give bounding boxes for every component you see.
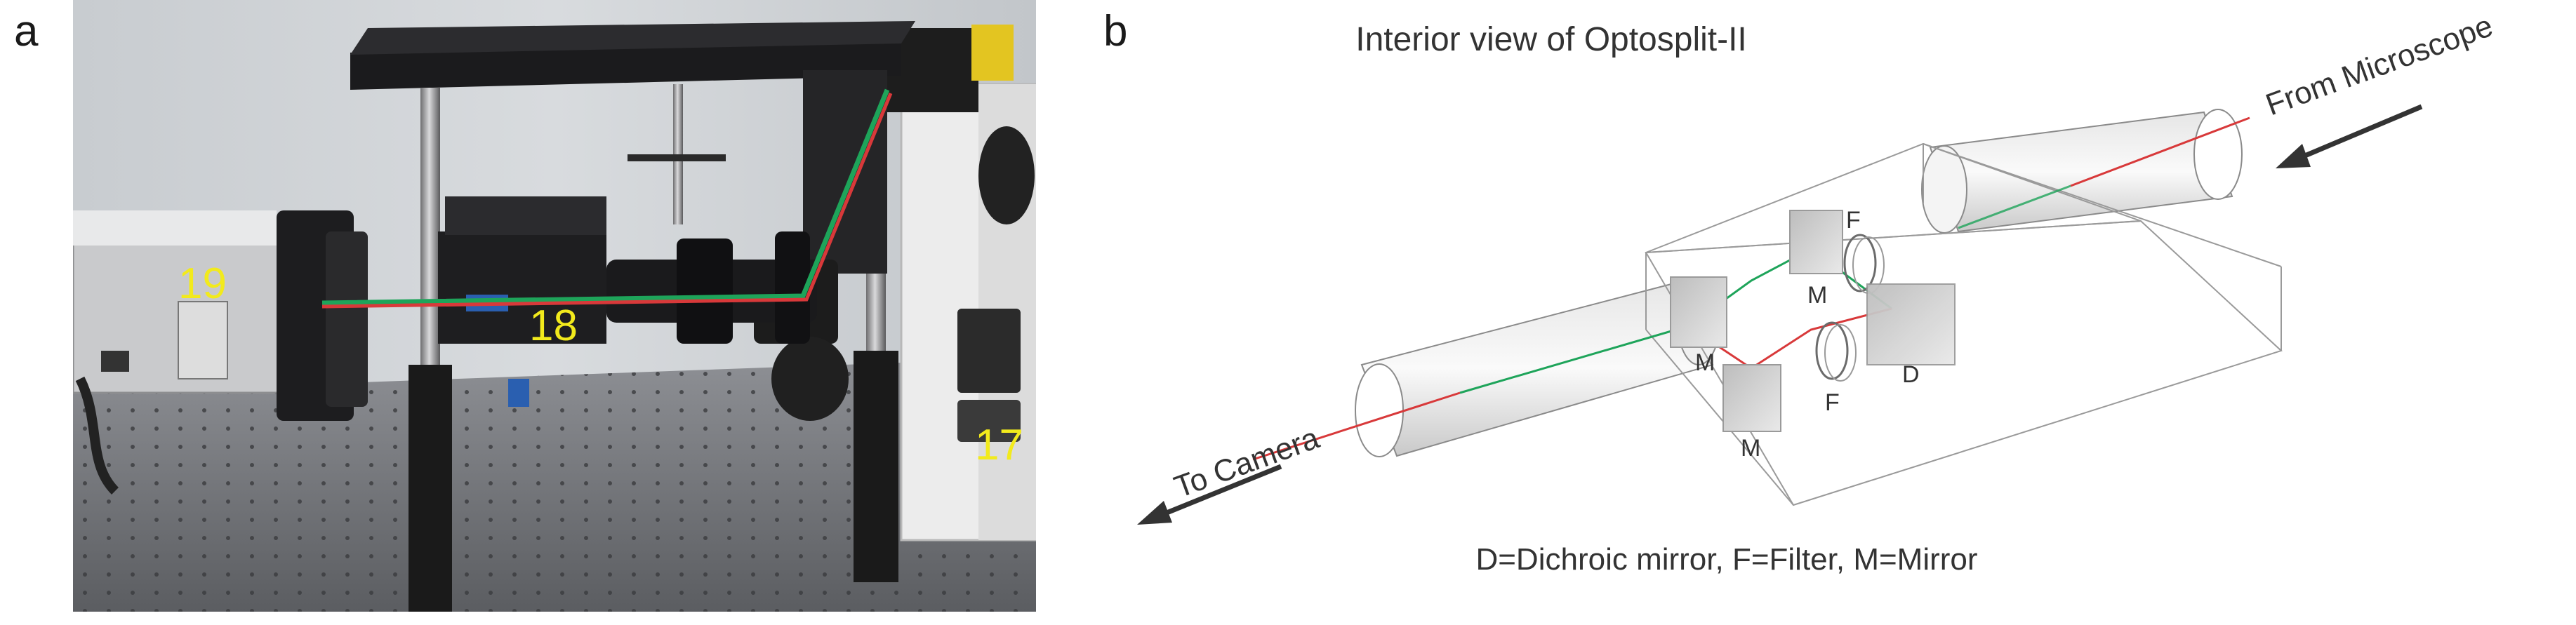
- legend-text: D=Dichroic mirror, F=Filter, M=Mirror: [1475, 542, 1977, 577]
- label-filter-top: F: [1846, 207, 1861, 234]
- input-label: From Microscope: [2262, 8, 2497, 122]
- marker-17: 17: [975, 421, 1023, 469]
- dichroic-icon: [1866, 283, 1956, 365]
- input-arrow: [2276, 104, 2423, 168]
- panel-a-letter: a: [14, 7, 39, 55]
- label-mirror-bottom: M: [1741, 435, 1760, 462]
- setup-photo: 19 18 17: [73, 0, 1036, 612]
- output-arrow: [1137, 464, 1282, 525]
- light-path-photo: [321, 88, 893, 309]
- optical-table-icon: [73, 358, 1036, 612]
- camera-icon: [73, 210, 368, 495]
- marker-19: 19: [178, 260, 227, 308]
- mirror-icon: [1789, 210, 1843, 274]
- label-dichroic: D: [1902, 361, 1920, 388]
- microscope-icon: [887, 28, 1036, 542]
- filter-icon: [1815, 321, 1857, 382]
- output-label: To Camera: [1170, 421, 1324, 505]
- label-mirror-left: M: [1695, 349, 1715, 376]
- panel-b-letter: b: [1103, 7, 1128, 55]
- label-filter-bottom: F: [1825, 389, 1840, 416]
- marker-18: 18: [529, 302, 578, 350]
- optosplit-icon: [438, 196, 817, 407]
- mirror-icon: [1670, 276, 1727, 348]
- diagram-title: Interior view of Optosplit-II: [1355, 21, 1747, 58]
- post-holder: [854, 351, 898, 582]
- output-tube: [1355, 277, 1720, 457]
- mirror-icon: [1722, 364, 1781, 432]
- breadboard-plate: [350, 21, 1014, 90]
- input-tube: [1921, 109, 2243, 234]
- post-holder: [409, 365, 452, 612]
- optosplit-diagram: Interior view of Optosplit-II: [1137, 8, 2497, 577]
- cross-bar: [628, 154, 726, 161]
- label-mirror-top: M: [1807, 282, 1827, 309]
